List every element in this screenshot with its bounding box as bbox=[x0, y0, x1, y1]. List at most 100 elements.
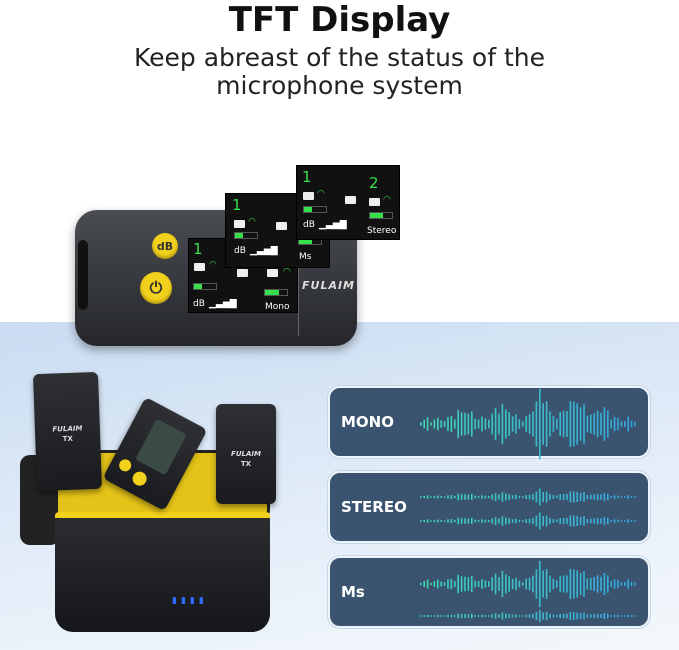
waveform-bar bbox=[460, 412, 463, 436]
waveform-bar bbox=[596, 575, 599, 593]
waveform-bar bbox=[573, 515, 575, 527]
page-title: TFT Display bbox=[228, 0, 451, 40]
waveform-bar bbox=[501, 612, 504, 620]
waveform-bar bbox=[423, 419, 425, 429]
waveform-bar bbox=[579, 407, 582, 441]
waveform-bar bbox=[474, 580, 476, 588]
waveform-bar bbox=[603, 573, 606, 595]
waveform-bar bbox=[440, 615, 442, 617]
waveform-bar bbox=[630, 496, 633, 498]
usb-port bbox=[78, 240, 88, 310]
waveform-bar bbox=[457, 574, 459, 594]
waveform-bar bbox=[501, 516, 504, 526]
waveform-bar bbox=[539, 560, 541, 608]
waveform-bar bbox=[488, 495, 490, 499]
waveform-bar bbox=[559, 412, 561, 436]
waveform-bar bbox=[498, 577, 500, 591]
waveform-bar bbox=[627, 579, 629, 589]
db-button[interactable]: dB bbox=[152, 233, 178, 259]
waveform-bar bbox=[535, 569, 538, 599]
waveform-bar bbox=[552, 495, 555, 499]
db-label: dB bbox=[193, 299, 205, 309]
waveform-bar bbox=[573, 401, 575, 447]
waveform-bar bbox=[532, 411, 534, 437]
waveform-bar bbox=[450, 415, 453, 433]
waveform-bar bbox=[508, 412, 510, 436]
power-icon: ⏻ bbox=[149, 278, 163, 297]
waveform-bar bbox=[634, 582, 636, 586]
waveform-bar bbox=[522, 421, 524, 427]
waveform-bar bbox=[460, 518, 463, 524]
mode-label: Stereo bbox=[367, 226, 397, 236]
channel-number: 1 bbox=[232, 196, 242, 214]
battery-icon bbox=[303, 192, 314, 200]
waveform-bar bbox=[545, 515, 548, 527]
waveform-bar bbox=[430, 422, 432, 426]
waveform-bar bbox=[443, 615, 446, 617]
signal-bars-icon: ▁▃▅▇ bbox=[250, 246, 278, 256]
waveform-bar bbox=[542, 516, 544, 526]
level-bar bbox=[264, 289, 288, 296]
waveform-bar bbox=[518, 615, 521, 617]
waveform-bar bbox=[494, 517, 497, 525]
waveform-bar bbox=[556, 418, 558, 430]
waveform-bar bbox=[556, 580, 558, 588]
waveform-bar bbox=[552, 415, 555, 433]
waveform-bar bbox=[460, 576, 463, 592]
waveform-bar bbox=[559, 613, 561, 619]
waveform-bar bbox=[443, 421, 446, 427]
waveform-bar bbox=[518, 519, 521, 523]
waveform-bar bbox=[627, 416, 629, 432]
waveform-bar bbox=[549, 411, 551, 437]
waveform-bar bbox=[634, 496, 636, 498]
wifi-icon: ◠ bbox=[383, 195, 391, 205]
waveform-bar bbox=[505, 574, 507, 594]
waveform-bar bbox=[600, 614, 602, 618]
waveform-bar bbox=[610, 495, 612, 499]
waveform-bar bbox=[498, 518, 500, 524]
waveform-bar bbox=[586, 415, 589, 433]
waveform-bar bbox=[590, 494, 592, 500]
waveform-bar bbox=[630, 420, 633, 428]
waveform-bar bbox=[491, 494, 493, 500]
waveform-bar bbox=[549, 575, 551, 593]
transmitter-left: FULAIM TX bbox=[32, 371, 103, 492]
waveform-bar bbox=[511, 614, 514, 618]
waveform-bar bbox=[474, 615, 476, 617]
waveform-bar bbox=[481, 416, 483, 432]
waveform-bar bbox=[535, 491, 538, 503]
waveform-bar bbox=[508, 494, 510, 500]
waveform-bar bbox=[610, 519, 612, 523]
waveform-bar bbox=[596, 493, 599, 501]
waveform-bar bbox=[518, 580, 521, 588]
waveform-bar bbox=[443, 582, 446, 586]
power-button[interactable]: ⏻ bbox=[140, 272, 172, 304]
waveform-bar bbox=[505, 493, 507, 501]
waveform-bar bbox=[545, 568, 548, 600]
waveform-bar bbox=[484, 418, 487, 430]
waveform-bar bbox=[607, 493, 609, 501]
waveform-bar bbox=[593, 614, 595, 618]
mode-label: Ms bbox=[341, 583, 365, 601]
waveform-bar bbox=[484, 580, 487, 588]
waveform-bar bbox=[532, 517, 534, 525]
waveform-bar bbox=[532, 575, 534, 593]
mode-panel-stereo: STEREO bbox=[328, 471, 650, 543]
waveform-bar bbox=[437, 614, 439, 618]
waveform-bar bbox=[624, 496, 626, 498]
waveform-bar bbox=[454, 519, 456, 523]
waveform-bar bbox=[477, 615, 480, 617]
waveform-bar bbox=[617, 519, 619, 523]
brand-logo: FULAIM bbox=[302, 279, 356, 292]
waveform-bar bbox=[525, 416, 527, 432]
battery-icon bbox=[276, 222, 287, 230]
waveform-bar bbox=[515, 577, 517, 591]
battery-icon bbox=[194, 263, 205, 271]
waveform-bar bbox=[511, 578, 514, 590]
waveform-bar bbox=[498, 413, 500, 435]
waveform-bar bbox=[525, 614, 527, 618]
waveform-bar bbox=[505, 517, 507, 525]
waveform-bar bbox=[420, 582, 422, 586]
subtitle-line-1: Keep abreast of the status of the bbox=[134, 43, 545, 72]
waveform-bar bbox=[593, 576, 595, 592]
